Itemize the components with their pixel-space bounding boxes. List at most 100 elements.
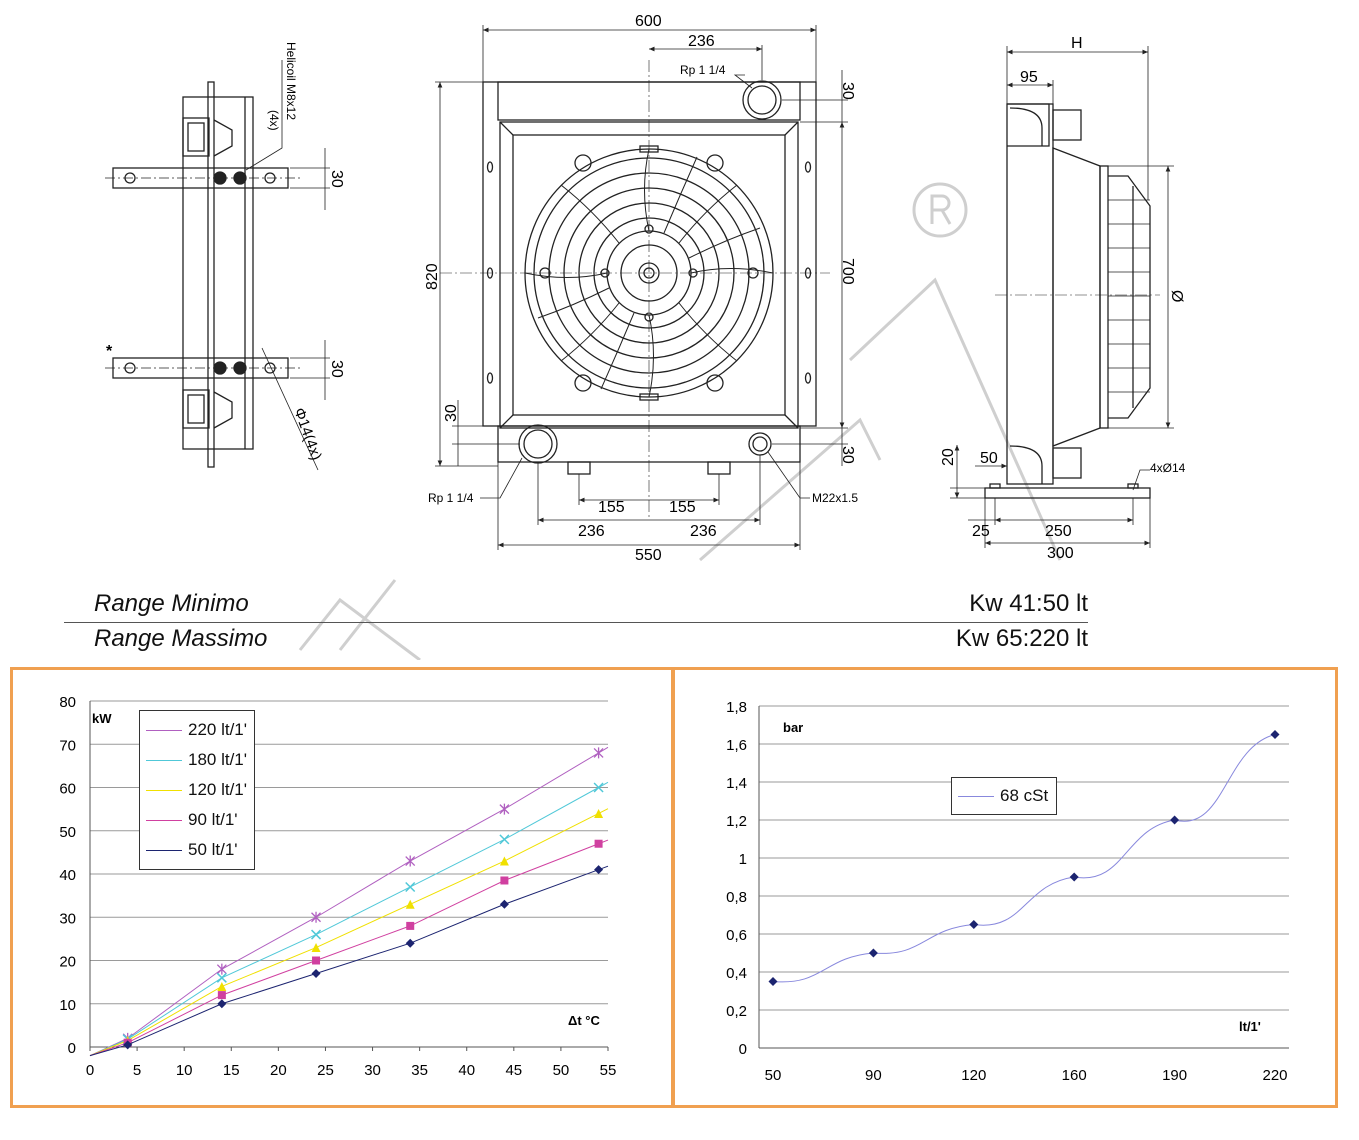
- legend-label: 90 lt/1': [188, 810, 238, 829]
- y-tick-label: 1: [739, 851, 747, 868]
- x-tick-label: 190: [1162, 1067, 1187, 1084]
- data-point: [405, 855, 416, 867]
- x-tick-label: 45: [505, 1062, 522, 1079]
- data-point: [593, 782, 604, 793]
- data-point: [1170, 815, 1180, 825]
- y-tick-label: 60: [59, 781, 76, 798]
- data-point: [216, 963, 227, 975]
- hole-label: Φ14(4x): [290, 406, 325, 463]
- x-tick-label: 40: [458, 1062, 475, 1079]
- dim-300: 300: [1047, 545, 1074, 562]
- y-axis-title: kW: [92, 711, 112, 726]
- dim-30-top-right: 30: [839, 82, 856, 100]
- x-tick-label: 15: [223, 1062, 240, 1079]
- rp-top-label: Rp 1 1/4: [680, 63, 726, 77]
- legend-label: 180 lt/1': [188, 750, 248, 769]
- x-tick-label: 10: [176, 1062, 193, 1079]
- dim-550: 550: [635, 547, 662, 564]
- x-tick-label: 55: [600, 1062, 617, 1079]
- dim-155-left: 155: [598, 499, 625, 516]
- dim-30-bottom-right: 30: [839, 446, 856, 464]
- data-point: [768, 977, 778, 986]
- x-tick-label: 160: [1062, 1067, 1087, 1084]
- series-line: [89, 781, 609, 1057]
- chart-power-legend: 220 lt/1'180 lt/1'120 lt/1'90 lt/1'50 lt…: [139, 710, 255, 870]
- data-point: [594, 865, 604, 875]
- legend-swatch: [146, 850, 182, 851]
- dim-50: 50: [980, 450, 998, 467]
- data-point: [499, 803, 510, 815]
- x-tick-label: 30: [364, 1062, 381, 1079]
- star-mark: *: [106, 343, 113, 360]
- y-tick-label: 1,2: [726, 813, 747, 830]
- data-point: [311, 968, 321, 978]
- data-point: [217, 999, 227, 1009]
- dim-236-left: 236: [578, 523, 605, 540]
- legend-item: 68 cSt: [952, 781, 1056, 811]
- helicoil-label: Helicoil M8x12: [284, 42, 298, 120]
- data-point: [406, 921, 415, 930]
- dim-25: 25: [972, 523, 990, 540]
- range-massimo-value: Kw 65:220 lt: [955, 625, 1088, 652]
- data-point: [123, 1040, 133, 1050]
- dim-95: 95: [1020, 69, 1038, 86]
- side-view-right: [950, 46, 1174, 548]
- data-point: [312, 956, 321, 965]
- legend-swatch: [146, 760, 182, 761]
- series-line: [89, 808, 609, 1057]
- range-minimo-label: Range Minimo: [94, 590, 249, 617]
- x-axis-title: lt/1': [1239, 1019, 1261, 1034]
- technical-drawing: Helicoil M8x12 (4x) 30 30 * Φ14(4x): [105, 13, 1186, 660]
- data-point: [216, 972, 227, 983]
- data-point: [311, 929, 322, 940]
- y-tick-label: 40: [59, 867, 76, 884]
- dim-700: 700: [839, 258, 856, 285]
- y-tick-label: 0: [68, 1040, 76, 1057]
- data-point: [311, 911, 321, 923]
- data-point: [1069, 872, 1079, 882]
- legend-swatch: [146, 820, 182, 821]
- m22-label: M22x1.5: [812, 491, 858, 505]
- data-point: [1270, 730, 1280, 739]
- x-tick-label: 90: [865, 1067, 882, 1084]
- helicoil-count-label: (4x): [267, 110, 281, 131]
- legend-item: 220 lt/1': [140, 715, 254, 745]
- data-point: [500, 876, 509, 885]
- y-tick-label: 70: [59, 737, 76, 754]
- series-line: [89, 839, 609, 1057]
- data-point: [217, 981, 227, 991]
- x-tick-label: 50: [553, 1062, 570, 1079]
- data-point: [594, 839, 603, 848]
- dim-diameter: Ø: [1168, 290, 1185, 302]
- range-minimo-row: Range Minimo Kw 41:50 lt: [64, 588, 1088, 623]
- holes-label: 4xØ14: [1150, 461, 1186, 475]
- range-massimo-row: Range Massimo Kw 65:220 lt: [64, 623, 1088, 657]
- dim-820: 820: [424, 263, 441, 290]
- y-tick-label: 0,8: [726, 889, 747, 906]
- data-point: [499, 856, 509, 866]
- x-tick-label: 220: [1262, 1067, 1287, 1084]
- legend-label: 120 lt/1': [188, 780, 248, 799]
- dim-600: 600: [635, 13, 662, 30]
- dim-30-bottom-left: 30: [328, 360, 345, 378]
- range-massimo-label: Range Massimo: [94, 625, 268, 652]
- x-tick-label: 20: [270, 1062, 287, 1079]
- data-point: [405, 899, 415, 909]
- range-minimo-value: Kw 41:50 lt: [969, 590, 1088, 617]
- dim-h: H: [1071, 35, 1083, 52]
- front-view: [435, 25, 848, 550]
- series-line: [89, 746, 609, 1057]
- dim-250: 250: [1045, 523, 1072, 540]
- y-tick-label: 0,4: [726, 965, 747, 982]
- x-tick-label: 0: [86, 1062, 94, 1079]
- data-point: [217, 991, 226, 1000]
- series-line: [89, 865, 609, 1057]
- rp-bottom-label: Rp 1 1/4: [428, 491, 474, 505]
- x-tick-label: 25: [317, 1062, 334, 1079]
- data-point: [868, 948, 878, 958]
- data-point: [405, 938, 415, 948]
- legend-swatch: [146, 790, 182, 791]
